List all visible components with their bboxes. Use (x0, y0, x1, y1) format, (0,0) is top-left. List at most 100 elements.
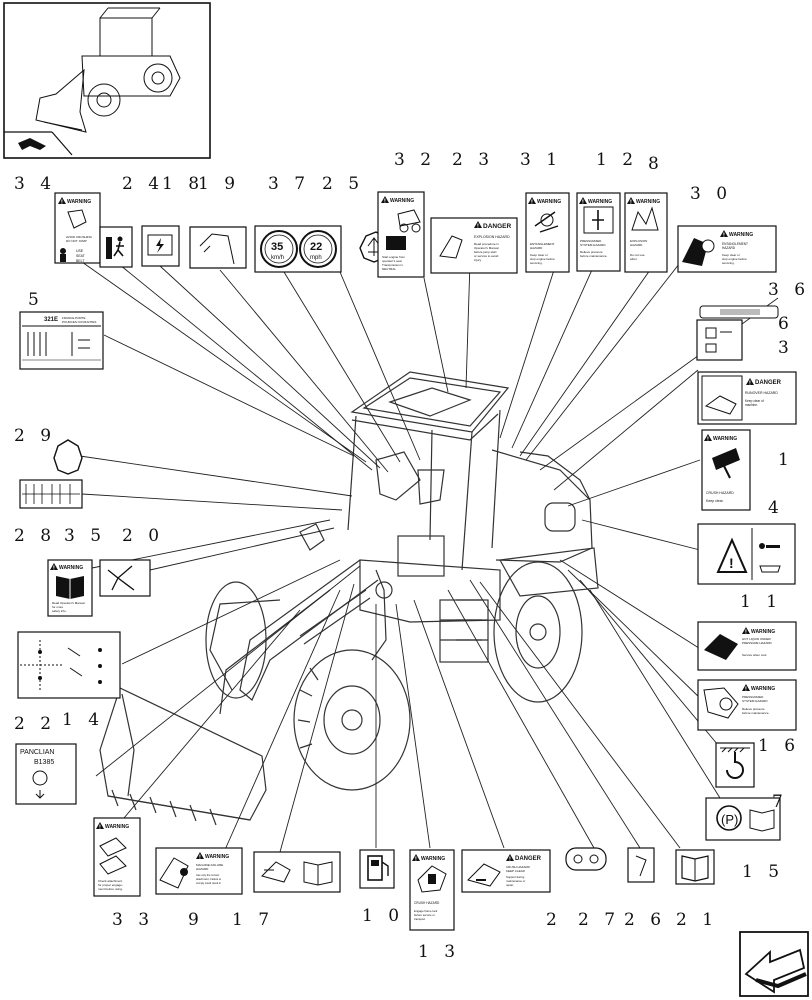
svg-text:Keep clear or: Keep clear or (530, 253, 548, 257)
callout-7: 7 (772, 792, 788, 812)
callout-33: 3 3 (112, 910, 155, 930)
svg-text:FRANCE PORTE: FRANCE PORTE (62, 316, 85, 320)
svg-text:Relieve pressure: Relieve pressure (742, 707, 765, 711)
svg-text:Check attachment: Check attachment (98, 879, 122, 883)
callout-30: 3 0 (690, 184, 733, 204)
svg-text:PRESSURIZED: PRESSURIZED (580, 239, 602, 243)
callout-3: 3 (778, 338, 794, 358)
callout-27: 2 7 (578, 910, 621, 930)
callout-12: 1 2 (596, 150, 639, 170)
callout-19: 1 9 (198, 174, 241, 194)
decal-16: WARNING PRESSURIZED SYSTEM HAZARD Reliev… (697, 679, 797, 731)
svg-text:WARNING: WARNING (205, 854, 229, 860)
decal-7 (715, 742, 755, 788)
callout-37: 3 7 (268, 174, 311, 194)
svg-text:maintenance or: maintenance or (506, 879, 525, 883)
fuel-pump-icon (367, 855, 389, 881)
svg-text:HAZARD: HAZARD (630, 243, 643, 247)
decal-35: WARNING Read Operator's Manual for more … (47, 559, 93, 617)
svg-text:B1385: B1385 (34, 759, 54, 766)
svg-text:EXPLOSION HAZARD: EXPLOSION HAZARD (474, 235, 510, 239)
decal-20 (99, 559, 151, 597)
decal-27 (565, 847, 607, 871)
svg-text:before jump start: before jump start (474, 250, 497, 254)
svg-text:PANCLIAN: PANCLIAN (20, 749, 55, 756)
svg-text:HAZARD: HAZARD (196, 867, 209, 871)
svg-text:SYSTEM HAZARD: SYSTEM HAZARD (580, 243, 606, 247)
svg-text:or service to avoid: or service to avoid (474, 254, 499, 258)
callout-26: 2 6 (624, 910, 667, 930)
svg-text:BELT: BELT (76, 259, 85, 263)
svg-text:!: ! (729, 555, 734, 571)
svg-text:DANGER: DANGER (755, 380, 782, 386)
svg-text:ment before using.: ment before using. (98, 887, 123, 891)
electric-hazard-icon (156, 238, 164, 253)
svg-text:before maintenance.: before maintenance. (742, 711, 770, 715)
svg-text:for proper engage-: for proper engage- (98, 883, 123, 887)
svg-text:DANGER: DANGER (483, 223, 511, 230)
callout-21: 2 1 (676, 910, 719, 930)
decal-4: ! (697, 523, 796, 585)
svg-text:stop engine before: stop engine before (722, 257, 747, 261)
svg-text:machine.: machine. (745, 403, 758, 407)
callout-9: 9 (188, 910, 204, 930)
hook-icon (720, 747, 750, 779)
svg-text:ENTANGLEMENT: ENTANGLEMENT (722, 242, 748, 246)
decal-3: DANGER RUNOVER HAZARD Keep clear of mach… (697, 371, 797, 425)
callout-36: 3 6 (768, 280, 811, 300)
callout-18: 1 8 (162, 174, 205, 194)
callout-22: 2 2 (14, 714, 57, 734)
callout-13: 1 3 (418, 942, 461, 962)
callout-20: 2 0 (122, 526, 165, 546)
decal-9: WARNING MACHINE FAILURE HAZARD Use only … (155, 847, 243, 895)
decal-32: WARNING Start engine from operator's sea… (377, 191, 425, 278)
decal-21 (675, 849, 715, 885)
nav-arrow-button[interactable] (739, 931, 809, 997)
svg-text:WARNING: WARNING (751, 629, 775, 635)
decal-30: WARNING ENTANGLEMENT HAZARD Keep clear o… (677, 225, 777, 273)
callout-2: 2 (546, 910, 562, 930)
svg-text:35: 35 (271, 241, 283, 253)
book-icon (681, 855, 709, 882)
svg-text:HAZARD: HAZARD (722, 246, 736, 250)
svg-text:Keep clear or: Keep clear or (722, 253, 740, 257)
warning-triangle-icon: ! (716, 537, 748, 573)
callout-23: 2 3 (452, 150, 495, 170)
svg-text:transport.: transport. (414, 917, 426, 921)
svg-text:SYSTEM HAZARD: SYSTEM HAZARD (742, 699, 768, 703)
svg-text:Use only the correct: Use only the correct (196, 873, 219, 877)
decal-8: WARNING EXPLOSION HAZARD Do not use ethe… (624, 192, 668, 273)
svg-text:CRUSH HAZARD: CRUSH HAZARD (414, 901, 440, 905)
svg-text:Relieve pressure: Relieve pressure (580, 250, 603, 254)
svg-text:POURCES OUVRANTES: POURCES OUVRANTES (62, 320, 96, 324)
svg-text:RUNOVER HAZARD: RUNOVER HAZARD (745, 391, 778, 395)
svg-text:servicing.: servicing. (530, 261, 543, 265)
decal-19 (189, 226, 247, 269)
callout-4: 4 (768, 498, 784, 518)
decal-31: WARNING ENTANGLEMENT HAZARD Keep clear o… (525, 192, 570, 273)
decal-26 (627, 847, 655, 883)
svg-text:mph: mph (310, 255, 322, 261)
svg-text:attachment. Failure to: attachment. Failure to (196, 877, 222, 881)
svg-text:WARNING: WARNING (59, 565, 83, 571)
decal-28 (19, 479, 83, 509)
decal-23: DANGER EXPLOSION HAZARD Read procedure i… (430, 217, 518, 274)
svg-text:WARNING: WARNING (421, 856, 445, 862)
decal-24 (99, 226, 133, 268)
svg-text:Do not use: Do not use (630, 253, 645, 257)
svg-text:before maintenance.: before maintenance. (580, 254, 608, 258)
svg-text:WARNING: WARNING (751, 686, 775, 692)
overview-thumbnail (3, 2, 211, 159)
svg-text:Start engine from: Start engine from (382, 255, 406, 259)
callout-6: 6 (778, 314, 794, 334)
svg-text:for more: for more (52, 605, 64, 609)
svg-text:ether.: ether. (630, 257, 638, 261)
svg-text:KEEP CLEAR: KEEP CLEAR (506, 869, 526, 873)
svg-text:stop engine before: stop engine before (530, 257, 555, 261)
svg-text:DANGER: DANGER (515, 856, 542, 862)
callout-25: 2 5 (322, 174, 365, 194)
svg-text:DO NOT JUMP: DO NOT JUMP (66, 239, 87, 243)
svg-text:PRESSURIZED: PRESSURIZED (742, 695, 764, 699)
svg-text:AVOID CRUSHING: AVOID CRUSHING (66, 235, 93, 239)
svg-text:operator's seat: operator's seat (382, 259, 402, 263)
